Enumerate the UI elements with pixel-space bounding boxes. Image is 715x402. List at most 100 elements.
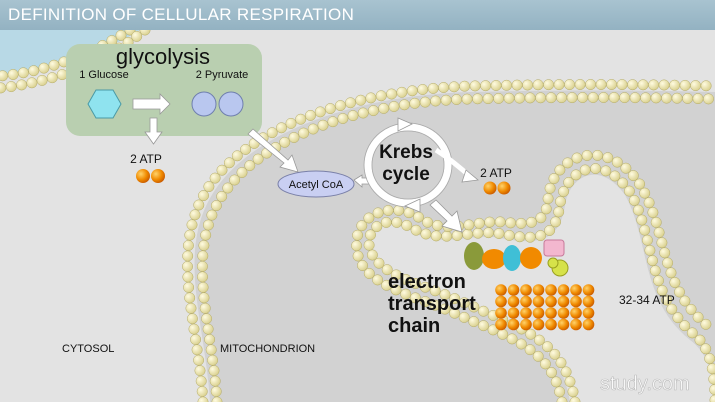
membrane-bead bbox=[223, 157, 235, 169]
membrane-bead bbox=[472, 227, 484, 239]
membrane-bead bbox=[417, 84, 429, 95]
membrane-bead bbox=[685, 303, 697, 315]
membrane-bead bbox=[347, 110, 359, 122]
membrane-bead bbox=[449, 307, 461, 319]
membrane-bead bbox=[191, 344, 203, 356]
membrane-bead bbox=[669, 277, 681, 288]
atp-molecule bbox=[557, 284, 570, 296]
membrane-bead bbox=[506, 333, 518, 345]
membrane-bead bbox=[550, 216, 562, 228]
membrane-bead bbox=[327, 116, 339, 128]
membrane-bead bbox=[540, 203, 552, 215]
membrane-bead bbox=[367, 105, 379, 117]
membrane-bead bbox=[240, 143, 252, 155]
atp-molecule bbox=[495, 284, 507, 296]
atp-molecule bbox=[582, 284, 595, 296]
membrane-bead bbox=[641, 234, 653, 246]
glycolysis-atp-arrow bbox=[144, 117, 163, 145]
membrane-bead bbox=[658, 79, 670, 91]
membrane-bead bbox=[639, 187, 651, 199]
membrane-bead bbox=[363, 212, 375, 224]
atp-molecule bbox=[545, 295, 557, 308]
membrane-bead bbox=[197, 271, 208, 283]
membrane-bead bbox=[410, 224, 422, 236]
atp-molecule bbox=[507, 295, 520, 308]
membrane-bead bbox=[653, 227, 665, 238]
membrane-bead bbox=[692, 93, 704, 105]
membrane-bead bbox=[524, 92, 536, 104]
membrane-bead bbox=[375, 90, 387, 102]
membrane-bead bbox=[619, 92, 631, 104]
etc-atp-grid bbox=[495, 284, 595, 331]
membrane-bead bbox=[357, 107, 369, 119]
etc-atp-label: 32-34 ATP bbox=[619, 293, 675, 307]
membrane-bead bbox=[16, 79, 28, 91]
etc-protein-complex bbox=[503, 245, 521, 271]
membrane-bead bbox=[406, 85, 418, 97]
membrane-bead bbox=[198, 240, 210, 251]
membrane-bead bbox=[494, 216, 506, 228]
membrane-bead bbox=[473, 217, 485, 229]
membrane-bead bbox=[28, 65, 40, 77]
pyruvate-molecule bbox=[191, 91, 217, 117]
membrane-bead bbox=[679, 79, 691, 91]
membrane-bead bbox=[682, 92, 694, 104]
membrane-bead bbox=[197, 281, 209, 293]
membrane-bead bbox=[193, 199, 205, 211]
membrane-bead bbox=[461, 93, 473, 105]
atp-molecule bbox=[497, 181, 511, 195]
membrane-bead bbox=[427, 82, 439, 94]
krebs-cycle-ring-inner bbox=[371, 130, 445, 200]
membrane-bead bbox=[38, 62, 50, 74]
atp-molecule bbox=[532, 295, 545, 308]
membrane-bead bbox=[542, 193, 554, 205]
membrane-bead bbox=[608, 92, 620, 103]
membrane-bead bbox=[56, 69, 68, 81]
membrane-bead bbox=[458, 311, 470, 323]
membrane-bead bbox=[276, 122, 287, 134]
membrane-bead bbox=[511, 79, 523, 91]
membrane-bead bbox=[469, 80, 481, 92]
membrane-bead bbox=[556, 92, 568, 104]
membrane-bead bbox=[209, 172, 221, 184]
membrane-bead bbox=[674, 286, 685, 298]
atp-molecule bbox=[582, 295, 595, 308]
membrane-bead bbox=[560, 366, 572, 378]
membrane-bead bbox=[544, 225, 556, 236]
glycolysis-title: glycolysis bbox=[116, 44, 210, 69]
membrane-bead bbox=[390, 269, 402, 281]
membrane-bead bbox=[550, 376, 562, 388]
membrane-bead bbox=[627, 79, 639, 91]
membrane-bead bbox=[366, 249, 378, 261]
membrane-bead bbox=[590, 163, 602, 175]
membrane-bead bbox=[202, 219, 214, 231]
membrane-bead bbox=[391, 216, 403, 228]
membrane-bead bbox=[692, 311, 704, 323]
atp-molecule bbox=[495, 307, 507, 319]
membrane-bead bbox=[647, 255, 658, 267]
membrane-bead bbox=[463, 219, 475, 231]
membrane-bead bbox=[186, 219, 198, 231]
membrane-bead bbox=[184, 292, 196, 304]
membrane-bead bbox=[462, 228, 474, 240]
membrane-bead bbox=[637, 79, 649, 91]
krebs-cycle-ring bbox=[364, 123, 452, 207]
atp-molecule bbox=[545, 307, 557, 319]
membrane-bead bbox=[669, 79, 681, 91]
membrane-bead bbox=[429, 299, 441, 311]
atp-molecule bbox=[532, 307, 545, 319]
membrane-bead bbox=[410, 277, 421, 289]
pyruvate-label: 2 Pyruvate bbox=[196, 69, 249, 81]
membrane-bead bbox=[567, 386, 579, 398]
atp-molecule bbox=[557, 295, 570, 308]
glucose-to-pyruvate-arrow bbox=[132, 93, 171, 115]
membrane-bead bbox=[194, 365, 206, 377]
membrane-bead bbox=[522, 79, 534, 91]
membrane-bead bbox=[686, 327, 698, 339]
membrane-bead bbox=[0, 70, 9, 82]
membrane-bead bbox=[665, 267, 677, 279]
membrane-bead bbox=[542, 341, 553, 353]
membrane-bead bbox=[430, 230, 442, 242]
atp-molecule bbox=[483, 181, 497, 195]
membrane-bead bbox=[704, 353, 715, 365]
